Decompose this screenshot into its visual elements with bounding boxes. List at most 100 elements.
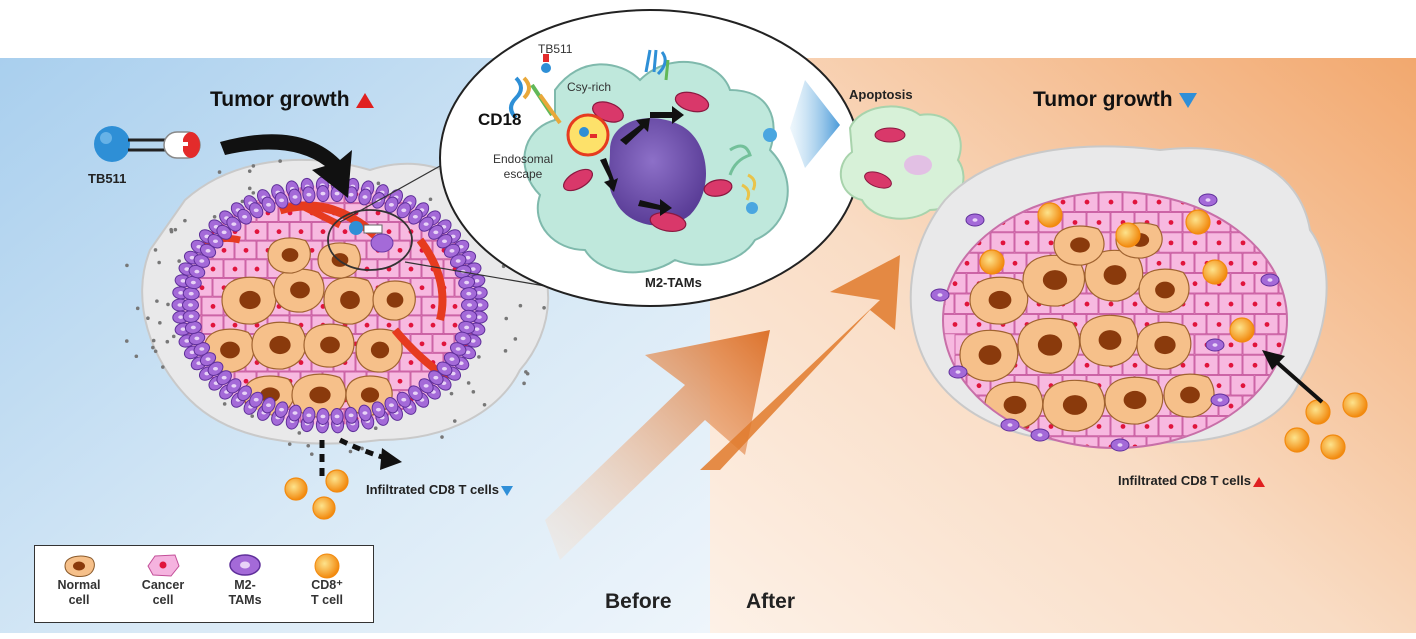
delivery-arrow <box>220 134 352 198</box>
cancer-nucleus <box>452 304 458 309</box>
stroma-dot <box>297 431 302 435</box>
cancer-nucleus <box>1252 362 1258 368</box>
stroma-dot <box>157 260 161 265</box>
stroma-dot <box>471 390 476 394</box>
normal-nucleus <box>239 290 261 310</box>
cancer-nucleus <box>221 247 227 253</box>
stroma-dot <box>542 305 546 310</box>
legend-item-m2: M2-TAMs <box>205 546 285 622</box>
legend-label-cd8: CD8⁺T cell <box>311 578 343 607</box>
stroma-dot <box>376 181 381 186</box>
cancer-nucleus <box>342 229 348 235</box>
cancer-nucleus <box>210 304 216 309</box>
cd8-t-cell <box>1305 399 1331 425</box>
cancer-nucleus <box>1108 199 1114 205</box>
before-label: Before <box>605 590 672 613</box>
cd18-label: CD18 <box>478 110 522 129</box>
cancer-nucleus <box>1024 240 1030 246</box>
cd8-t-cell-icon <box>314 553 340 579</box>
cancer-nucleus <box>1228 403 1234 409</box>
apoptosis-label: Apoptosis <box>849 87 913 102</box>
stroma-dot <box>161 365 165 369</box>
stroma-dot <box>165 339 170 344</box>
cancer-nucleus <box>1228 301 1234 307</box>
cancer-nucleus <box>1192 424 1198 429</box>
cd8-t-cell <box>1229 317 1255 343</box>
after-title-wrap: Tumor growth <box>1033 88 1197 112</box>
cancer-nucleus <box>1132 199 1138 205</box>
cancer-nucleus <box>1264 322 1270 327</box>
normal-nucleus <box>1155 281 1175 299</box>
cancer-nucleus <box>976 383 982 389</box>
stroma-dot <box>522 381 526 386</box>
stroma-dot <box>360 446 364 451</box>
cancer-nucleus <box>1192 281 1198 287</box>
cancer-nucleus <box>1240 383 1246 389</box>
cancer-nucleus <box>1216 220 1222 225</box>
cancer-nucleus <box>1024 220 1030 225</box>
normal-nucleus <box>269 335 291 355</box>
cancer-nucleus <box>1132 362 1138 368</box>
stroma-dot <box>177 259 181 263</box>
normal-nucleus <box>1123 390 1147 410</box>
stroma-dot <box>306 443 311 448</box>
stroma-dot <box>247 169 252 173</box>
cancer-nucleus <box>1216 322 1222 327</box>
normal-nucleus <box>1154 335 1176 355</box>
normal-cell-icon <box>64 555 95 577</box>
stroma-dot <box>169 227 173 232</box>
normal-nucleus <box>370 341 390 359</box>
normal-nucleus <box>281 248 299 262</box>
stroma-dot <box>466 381 471 385</box>
cancer-nucleus <box>1180 260 1186 266</box>
mitochondria <box>562 91 733 232</box>
stroma-dot <box>449 391 454 396</box>
stroma-dot <box>247 186 252 191</box>
cd8-t-cell <box>1115 222 1141 248</box>
cancer-nucleus <box>232 322 238 328</box>
cancer-nucleus <box>1120 424 1126 429</box>
stroma-dot <box>212 214 217 219</box>
normal-nucleus <box>340 290 360 310</box>
normal-nucleus <box>1003 395 1027 415</box>
after-label: After <box>746 590 796 613</box>
stroma-dot <box>477 355 481 359</box>
cd8-t-cell <box>1037 202 1063 228</box>
stroma-dot <box>504 316 509 321</box>
cd8-t-cell <box>312 496 336 520</box>
stroma-dot <box>151 345 155 350</box>
cancer-nucleus <box>1180 362 1186 368</box>
tb511-molecule-icon <box>94 126 201 162</box>
cd8-t-cell <box>1320 434 1346 460</box>
normal-nucleus <box>260 387 280 403</box>
cancer-nucleus <box>408 360 414 365</box>
normal-nucleus <box>988 290 1012 310</box>
infiltration-arrow <box>1270 356 1324 404</box>
cancer-nucleus <box>1240 281 1246 287</box>
cancer-nucleus <box>210 322 216 328</box>
cancer-nucleus <box>375 210 381 216</box>
stroma-dot <box>135 306 140 311</box>
normal-nucleus <box>220 341 240 359</box>
decrease-small-icon <box>500 485 513 496</box>
cancer-nucleus <box>1252 342 1258 348</box>
legend-item-cd8: CD8⁺T cell <box>287 546 367 622</box>
cancer-nucleus <box>1000 240 1006 246</box>
stroma-dot <box>482 403 487 407</box>
stroma-dot <box>166 302 170 307</box>
cancer-nucleus <box>243 247 249 253</box>
zoom-region <box>327 209 413 271</box>
stroma-dot <box>217 170 222 174</box>
normal-nucleus <box>1180 386 1200 404</box>
cancer-nucleus <box>1192 322 1198 327</box>
cancer-nucleus <box>386 322 392 328</box>
inset-drug-label: TB511 <box>538 42 573 56</box>
cancer-cell <box>1278 313 1287 335</box>
cancer-nucleus <box>1108 301 1114 307</box>
normal-nucleus <box>978 345 1002 365</box>
stroma-dot <box>373 426 378 430</box>
